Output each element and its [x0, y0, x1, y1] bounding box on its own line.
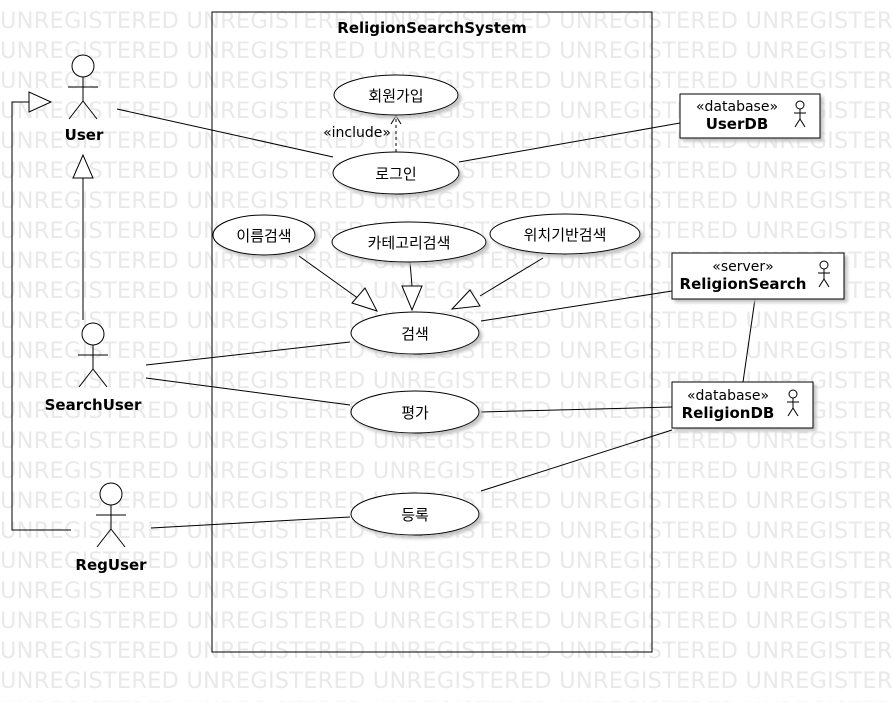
gen-reguser-user — [11, 101, 71, 531]
religiondb-name: ReligionDB — [682, 404, 775, 422]
actor-reguser-label: RegUser — [75, 556, 147, 574]
religiondb-actor-icon — [787, 389, 799, 417]
usecase-register-label: 등록 — [401, 506, 429, 524]
usecase-search-label: 검색 — [401, 325, 429, 343]
assoc-searchuser-search — [145, 341, 351, 366]
external-religion-search[interactable]: «server» ReligionSearch — [671, 252, 845, 300]
usecase-location-search-label: 위치기반검색 — [524, 226, 607, 244]
gen-arrow-searchuser-user — [72, 153, 94, 179]
assoc-search-server — [480, 290, 673, 322]
usecase-login-label: 로그인 — [375, 165, 416, 183]
gen-arrow-location — [450, 289, 481, 310]
assoc-login-userdb — [458, 122, 681, 163]
assoc-searchuser-rate — [145, 377, 351, 406]
actor-searchuser-label: SearchUser — [45, 396, 142, 414]
include-arrowhead — [390, 115, 402, 125]
usecase-name-search-label: 이름검색 — [236, 227, 291, 245]
gen-name-search — [298, 255, 360, 300]
usecase-category-search[interactable]: 카테고리검색 — [331, 221, 487, 263]
actor-reguser[interactable]: RegUser — [75, 482, 147, 574]
actor-user-label: User — [65, 126, 104, 144]
relations — [11, 91, 756, 531]
gen-arrow-reguser-user — [28, 91, 53, 113]
usecase-rate-label: 평가 — [401, 404, 429, 422]
assoc-rate-religiondb — [480, 406, 673, 413]
gen-location-search — [479, 257, 544, 297]
gen-arrow-category — [401, 285, 423, 312]
assoc-reguser-register — [150, 516, 351, 529]
external-religiondb[interactable]: «database» ReligionDB — [671, 381, 814, 429]
system-boundary[interactable]: ReligionSearchSystem — [211, 11, 653, 653]
include-label: «include» — [323, 125, 391, 141]
religion-search-actor-icon — [818, 260, 830, 288]
external-userdb[interactable]: «database» UserDB — [679, 93, 821, 139]
gen-arrow-name — [351, 287, 379, 312]
actor-user[interactable]: User — [65, 54, 104, 144]
usecase-rate[interactable]: 평가 — [350, 390, 480, 434]
usecase-name-search[interactable]: 이름검색 — [212, 214, 316, 256]
assoc-register-religiondb — [480, 429, 673, 492]
system-title: ReligionSearchSystem — [337, 19, 526, 37]
religion-search-stereotype: «server» — [712, 259, 773, 275]
userdb-name: UserDB — [706, 115, 769, 133]
usecase-login[interactable]: 로그인 — [332, 151, 460, 195]
usecase-signup[interactable]: 회원가입 — [333, 74, 459, 116]
religion-search-name: ReligionSearch — [680, 275, 807, 293]
usecase-register[interactable]: 등록 — [350, 492, 480, 536]
userdb-stereotype: «database» — [696, 99, 778, 115]
userdb-actor-icon — [794, 100, 806, 128]
usecase-search[interactable]: 검색 — [350, 311, 480, 355]
assoc-server-religiondb — [742, 298, 756, 383]
usecase-signup-label: 회원가입 — [368, 87, 423, 105]
religiondb-stereotype: «database» — [687, 388, 769, 404]
usecase-category-search-label: 카테고리검색 — [368, 234, 451, 252]
usecase-location-search[interactable]: 위치기반검색 — [489, 213, 641, 255]
actor-searchuser[interactable]: SearchUser — [45, 322, 142, 414]
gen-category-search — [409, 261, 413, 287]
assoc-user-login — [116, 108, 334, 158]
